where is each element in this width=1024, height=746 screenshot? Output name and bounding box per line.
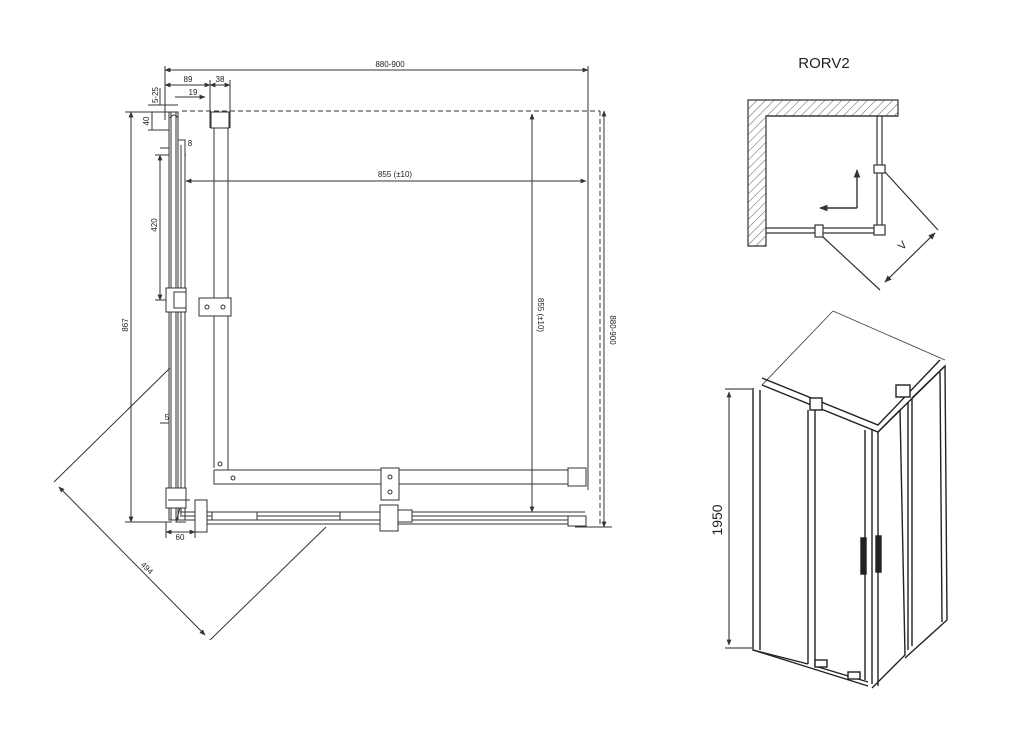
label-8: 8 (188, 139, 193, 148)
label-38: 38 (216, 75, 225, 84)
inner-horizontal-pole (213, 461, 587, 501)
label-diagonal: 494 (139, 560, 155, 576)
drawing-title: RORV2 (798, 55, 849, 72)
label-420: 420 (150, 218, 159, 232)
label-5: 5 (165, 413, 170, 422)
label-overall-depth: 880-900 (608, 315, 617, 345)
label-clear-depth: 855 (±10) (536, 298, 545, 333)
label-clear-width: 855 (±10) (378, 170, 413, 179)
inner-vertical-pole (198, 111, 232, 470)
label-89: 89 (184, 75, 193, 84)
dim-overall-width (164, 66, 589, 490)
front-bottom-profile (175, 499, 587, 533)
label-height: 1950 (709, 504, 725, 535)
dim-overall-depth (575, 110, 612, 528)
plan-view (53, 66, 612, 641)
elevation-view (725, 310, 948, 689)
label-19: 19 (189, 88, 198, 97)
label-left-depth: 867 (121, 318, 130, 332)
schematic-v-label: V (896, 239, 910, 253)
dim-diagonal (53, 367, 327, 641)
label-5-25: 5-25 (151, 86, 160, 103)
left-wall-profile (165, 111, 190, 521)
label-overall-width: 880-900 (375, 60, 405, 69)
dim-left-depth (125, 111, 172, 523)
label-40: 40 (142, 116, 151, 125)
plan-boundary-dashed (182, 110, 601, 527)
label-60: 60 (176, 533, 185, 542)
dim-89-38 (148, 80, 231, 128)
top-schematic (747, 99, 939, 291)
